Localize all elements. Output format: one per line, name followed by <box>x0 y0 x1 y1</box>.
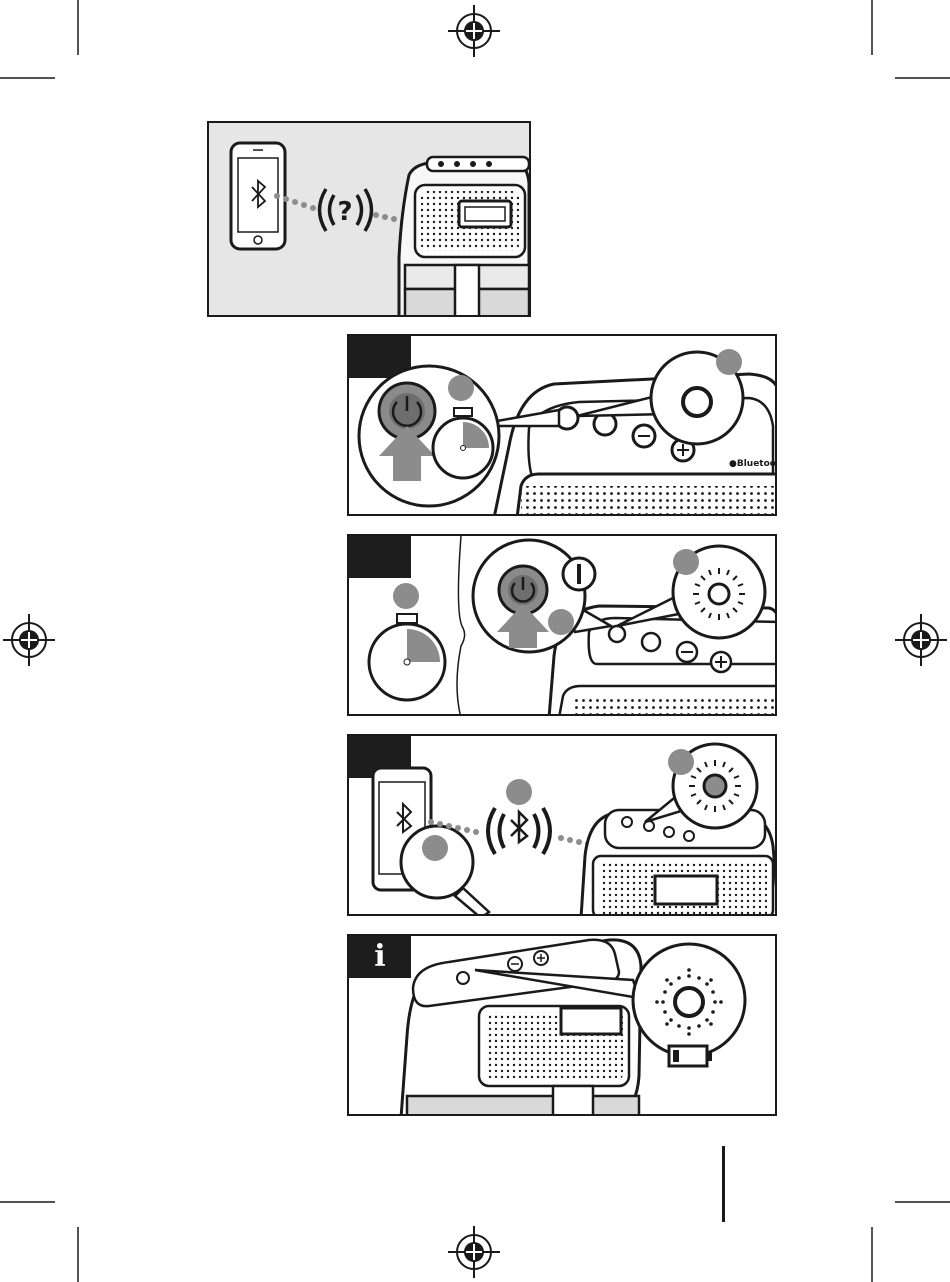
step-marker <box>448 375 474 401</box>
step-marker <box>548 609 574 635</box>
svg-text:?: ? <box>337 197 352 227</box>
step-marker <box>506 779 532 805</box>
registration-mark-bottom <box>448 1226 500 1278</box>
registration-mark-right <box>895 614 947 666</box>
speaker-icon <box>399 157 529 317</box>
page-edge-rule <box>722 1146 725 1222</box>
step-marker <box>422 835 448 861</box>
panel-step-3 <box>347 734 777 916</box>
panel-info: i <box>347 934 777 1116</box>
panel-overview: ? <box>207 121 531 317</box>
panel-step-2 <box>347 534 777 716</box>
speaker-icon <box>401 940 641 1116</box>
stopwatch-icon <box>369 614 445 700</box>
registration-mark-top <box>448 5 500 57</box>
battery-low-icon <box>669 1046 712 1066</box>
svg-text:●Bluetooth: ●Bluetooth <box>729 459 777 469</box>
speaker-icon <box>581 810 777 916</box>
divider <box>457 536 465 716</box>
step-marker <box>393 583 419 609</box>
panel-step-1: ●Bluetooth <box>347 334 777 516</box>
registration-mark-left <box>3 614 55 666</box>
step-marker <box>668 749 694 775</box>
step-marker <box>716 349 742 375</box>
step-marker <box>673 549 699 575</box>
magnifier-icon <box>401 826 489 916</box>
led-off-icon <box>683 388 711 416</box>
